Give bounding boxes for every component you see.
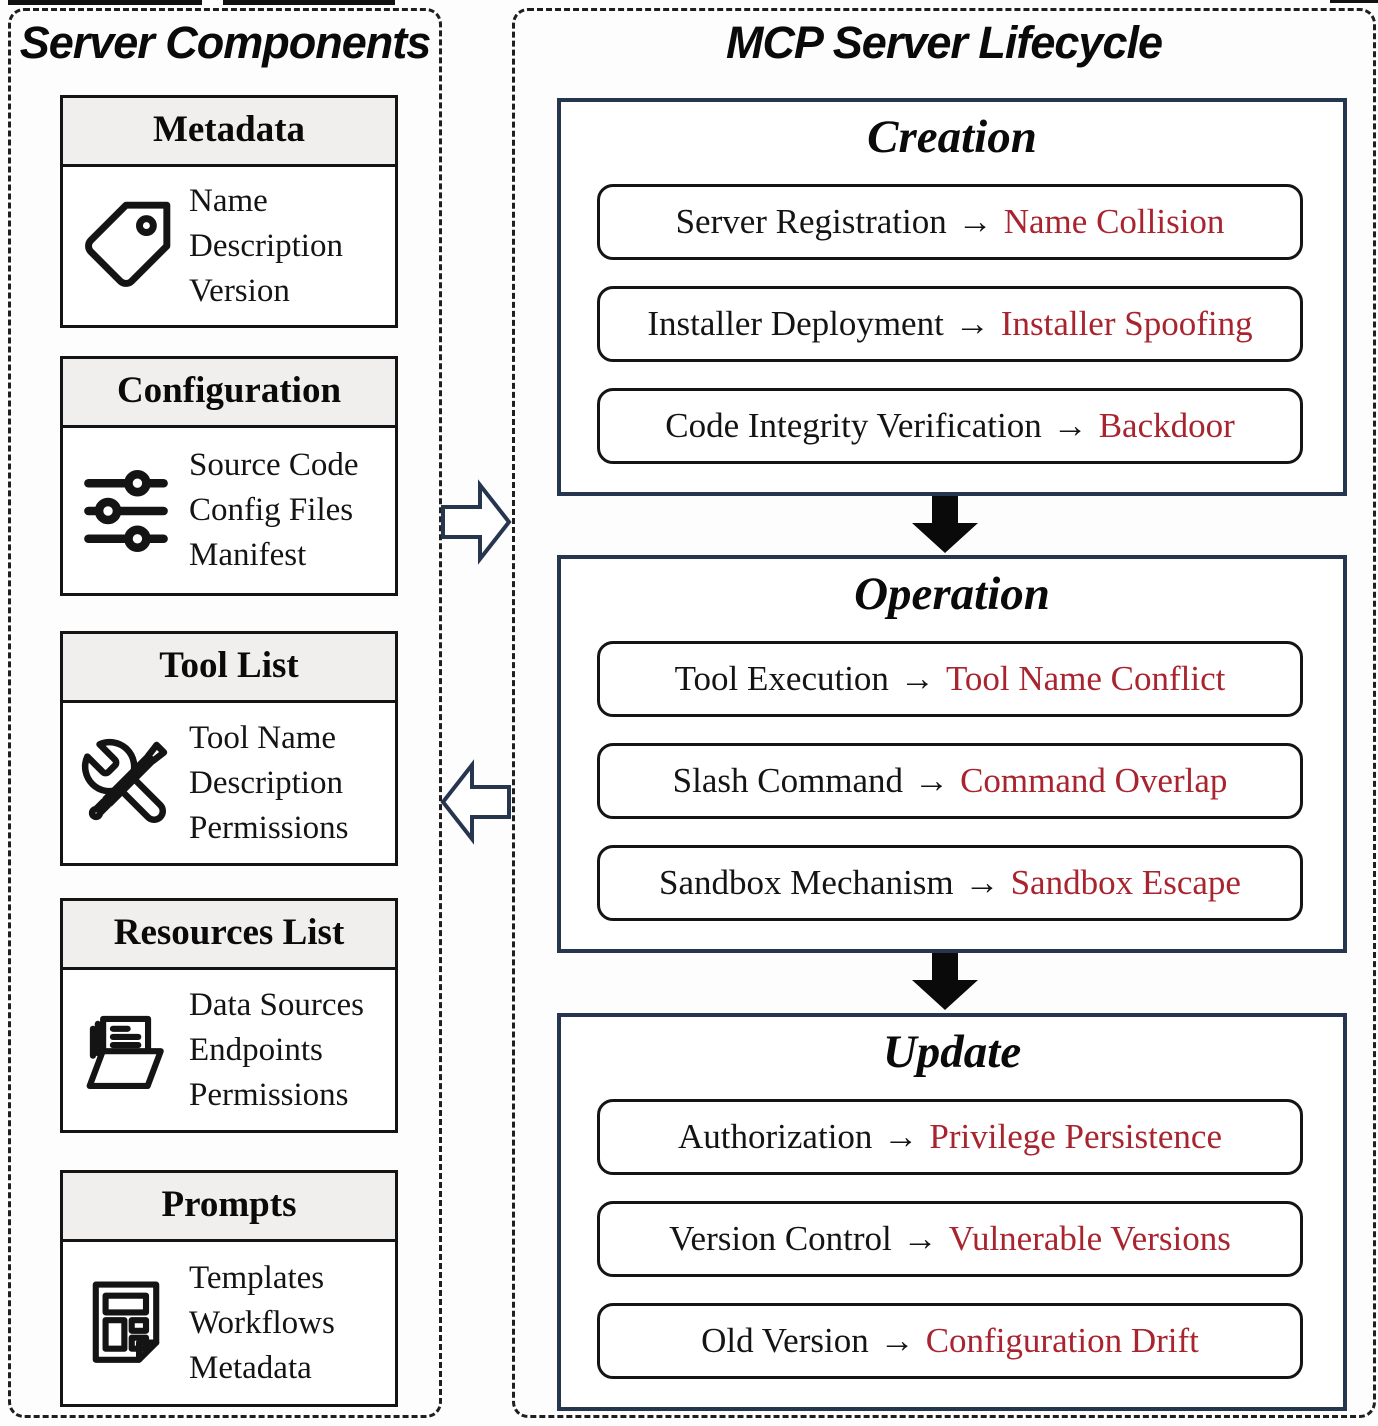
arrow-right-glyph: →	[879, 1321, 915, 1360]
component-line: Source Code	[189, 447, 359, 483]
lifecycle-item: Tool Execution → Tool Name Conflict	[597, 641, 1303, 717]
risk-text: Installer Spoofing	[1000, 304, 1253, 343]
stage-box-creation: Creation Server Registration → Name Coll…	[557, 98, 1347, 496]
component-lines: Data Sources Endpoints Permissions	[189, 983, 364, 1118]
arrow-right-glyph: →	[964, 863, 1000, 902]
arrow-right-glyph: →	[883, 1117, 919, 1156]
lifecycle-item: Old Version → Configuration Drift	[597, 1303, 1303, 1379]
stage-title: Update	[882, 1026, 1022, 1078]
left-panel-title: Server Components	[19, 17, 432, 68]
step-text: Server Registration	[675, 202, 947, 241]
component-lines: Templates Workflows Metadata	[189, 1256, 335, 1391]
lifecycle-item: Sandbox Mechanism → Sandbox Escape	[597, 845, 1303, 921]
stage-box-operation: Operation Tool Execution → Tool Name Con…	[557, 555, 1347, 953]
crop-artifact-bar	[1330, 0, 1378, 3]
stage-title: Creation	[867, 111, 1037, 163]
component-header: Metadata	[63, 98, 395, 167]
component-line: Description	[189, 227, 343, 264]
component-header: Tool List	[63, 634, 395, 703]
arrow-right-glyph: →	[914, 761, 950, 800]
component-line: Name	[189, 182, 268, 219]
server-components-panel: Server Components Metadata Name Descript…	[8, 8, 442, 1418]
stage-title: Operation	[854, 568, 1050, 620]
arrow-right-glyph: →	[957, 202, 993, 241]
risk-text: Name Collision	[1003, 202, 1225, 241]
step-text: Installer Deployment	[647, 304, 944, 343]
risk-text: Privilege Persistence	[929, 1117, 1222, 1156]
lifecycle-item: Slash Command → Command Overlap	[597, 743, 1303, 819]
step-text: Code Integrity Verification	[665, 406, 1042, 445]
component-lines: Tool Name Description Permissions	[189, 716, 349, 851]
component-header: Configuration	[63, 359, 395, 428]
arrow-right-glyph: →	[902, 1219, 938, 1258]
risk-text: Configuration Drift	[925, 1321, 1199, 1360]
component-line: Permissions	[189, 1076, 349, 1113]
component-line: Data Sources	[189, 986, 365, 1023]
down-arrow-icon	[912, 953, 978, 1010]
step-text: Tool Execution	[674, 659, 889, 698]
component-box-prompts: Prompts Templates Workflows Metadata	[60, 1170, 398, 1407]
sliders-icon	[63, 462, 189, 560]
component-line: Manifest	[189, 537, 307, 573]
component-header: Resources List	[63, 901, 395, 970]
component-header: Prompts	[63, 1173, 395, 1242]
component-line: Metadata	[189, 1349, 312, 1386]
left-block-arrow-icon	[440, 759, 511, 845]
crop-artifact-bar	[223, 0, 395, 5]
component-line: Endpoints	[189, 1031, 323, 1068]
component-box-configuration: Configuration Source Code Config Files M…	[60, 356, 398, 596]
step-text: Slash Command	[672, 761, 904, 800]
component-box-resources-list: Resources List Data Sources Endpoints Pe…	[60, 898, 398, 1133]
component-line: Config Files	[189, 492, 354, 528]
component-line: Templates	[189, 1259, 325, 1296]
lifecycle-item: Authorization → Privilege Persistence	[597, 1099, 1303, 1175]
step-text: Authorization	[678, 1117, 873, 1156]
down-arrow-icon	[912, 496, 978, 553]
stage-box-update: Update Authorization → Privilege Persist…	[557, 1013, 1347, 1411]
tag-icon	[63, 197, 189, 295]
lifecycle-item: Code Integrity Verification → Backdoor	[597, 388, 1303, 464]
right-panel-title: MCP Server Lifecycle	[725, 17, 1163, 68]
mcp-lifecycle-panel: MCP Server Lifecycle Creation Server Reg…	[512, 8, 1376, 1418]
template-page-icon	[63, 1274, 189, 1372]
arrow-right-glyph: →	[1052, 406, 1088, 445]
component-box-metadata: Metadata Name Description Version	[60, 95, 398, 328]
risk-text: Command Overlap	[960, 761, 1228, 800]
component-line: Tool Name	[189, 719, 337, 756]
component-line: Permissions	[189, 809, 349, 846]
arrow-right-glyph: →	[954, 304, 990, 343]
crop-artifact-bar	[8, 0, 202, 5]
tools-icon	[63, 734, 189, 832]
lifecycle-item: Installer Deployment → Installer Spoofin…	[597, 286, 1303, 362]
component-lines: Source Code Config Files Manifest	[189, 443, 359, 578]
folder-files-icon	[63, 1001, 189, 1099]
lifecycle-item: Version Control → Vulnerable Versions	[597, 1201, 1303, 1277]
component-box-tool-list: Tool List Tool Name Description Pe	[60, 631, 398, 866]
component-line: Workflows	[189, 1304, 335, 1341]
component-line: Version	[189, 272, 290, 309]
step-text: Version Control	[669, 1219, 892, 1258]
lifecycle-item: Server Registration → Name Collision	[597, 184, 1303, 260]
risk-text: Tool Name Conflict	[945, 659, 1226, 698]
component-line: Description	[189, 764, 343, 801]
risk-text: Sandbox Escape	[1010, 863, 1241, 902]
component-lines: Name Description Version	[189, 179, 343, 314]
arrow-right-glyph: →	[899, 659, 935, 698]
step-text: Old Version	[701, 1321, 869, 1360]
step-text: Sandbox Mechanism	[659, 863, 954, 902]
right-block-arrow-icon	[441, 479, 512, 565]
risk-text: Vulnerable Versions	[948, 1219, 1231, 1258]
risk-text: Backdoor	[1098, 406, 1235, 445]
